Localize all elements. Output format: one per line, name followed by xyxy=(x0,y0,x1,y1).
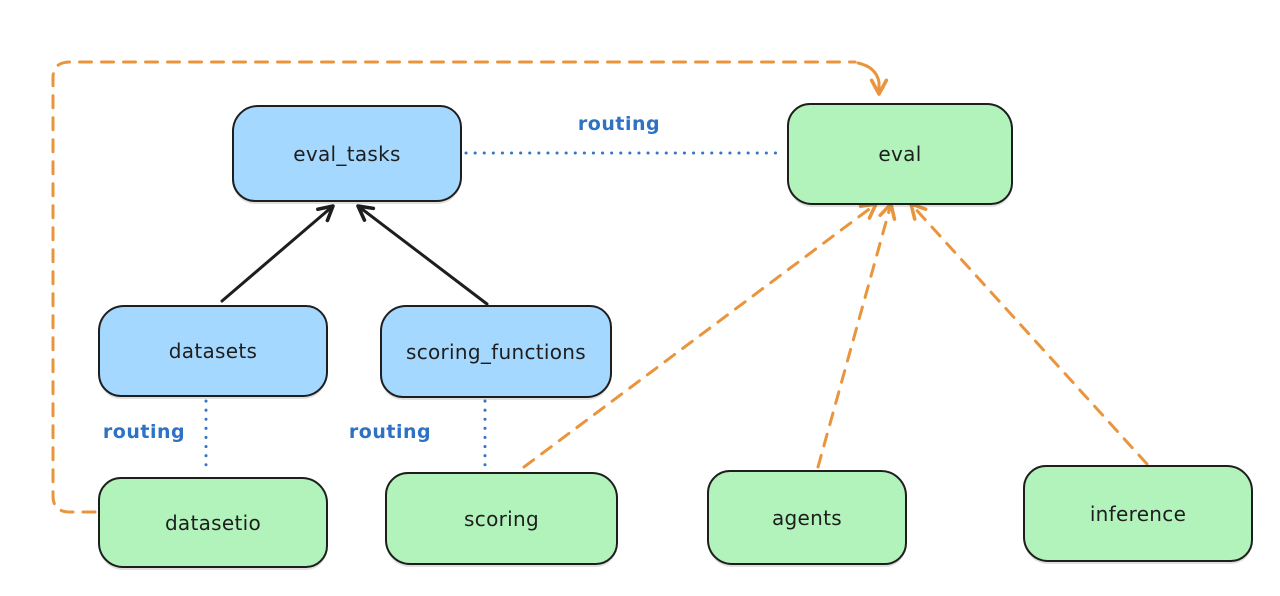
edge-datasets-to-eval-tasks xyxy=(220,204,335,303)
edge-scoring-functions-to-eval-tasks xyxy=(356,204,489,306)
node-scoring: scoring xyxy=(385,472,618,565)
node-inference: inference xyxy=(1023,465,1253,562)
node-eval-label: eval xyxy=(878,142,922,166)
node-datasets-label: datasets xyxy=(168,339,258,363)
node-scoring-functions: scoring_functions xyxy=(380,305,612,398)
edge-label-routing-datasets-datasetio: routing xyxy=(102,421,186,443)
node-eval-tasks: eval_tasks xyxy=(232,105,462,202)
node-eval: eval xyxy=(787,103,1013,205)
node-datasets: datasets xyxy=(98,305,328,397)
node-datasetio-label: datasetio xyxy=(164,510,262,535)
node-datasetio: datasetio xyxy=(98,477,328,568)
node-scoring-label: scoring xyxy=(464,506,539,531)
node-agents-label: agents xyxy=(772,505,842,530)
edge-agents-to-eval xyxy=(816,202,897,469)
node-eval-tasks-label: eval_tasks xyxy=(293,141,401,166)
edge-label-routing-scoring-functions-scoring: routing xyxy=(348,421,432,443)
node-scoring-functions-label: scoring_functions xyxy=(405,339,587,364)
edge-inference-to-eval xyxy=(909,202,1149,466)
node-agents: agents xyxy=(707,470,907,565)
edge-datasetio-to-eval-arrowhead xyxy=(856,61,889,96)
edge-label-routing-eval-tasks-eval: routing xyxy=(577,113,661,135)
node-inference-label: inference xyxy=(1089,501,1187,526)
